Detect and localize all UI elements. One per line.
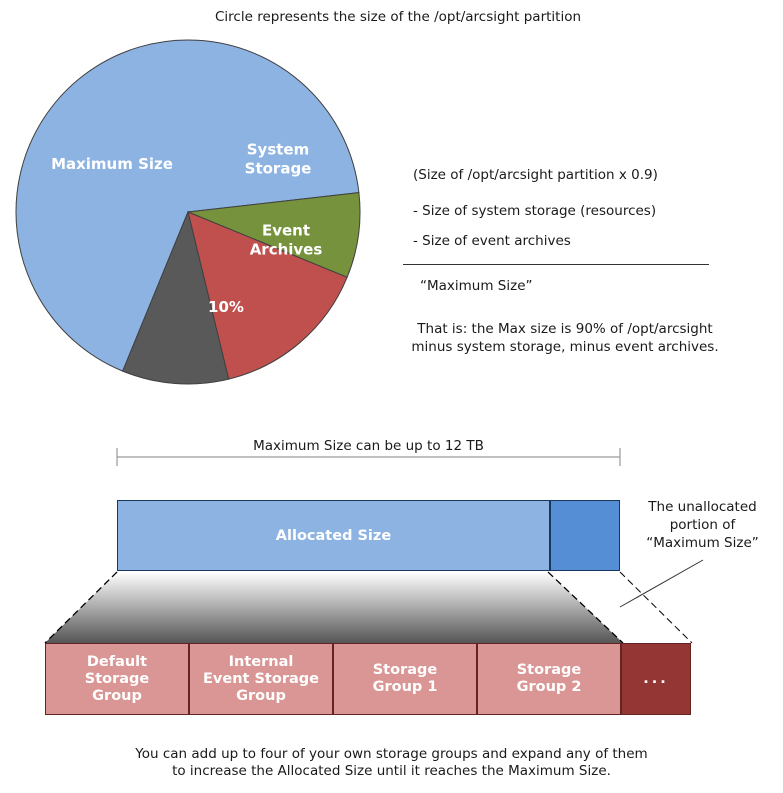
pie-title: Circle represents the size of the /opt/a…: [215, 9, 582, 25]
formula-line-2: - Size of system storage (resources): [413, 203, 657, 219]
pie-label-system-storage: Storage: [245, 160, 312, 178]
callout-pointer-line: [619, 559, 704, 608]
formula-note-line-2: minus system storage, minus event archiv…: [411, 339, 719, 355]
formula-result: “Maximum Size”: [420, 278, 533, 294]
unallocated-segment: [550, 500, 620, 571]
default-storage-group-label: Storage: [84, 670, 150, 687]
unallocated-callout: The unallocated portion of “Maximum Size…: [622, 498, 783, 552]
pie-label-reserved-10-percent: 10%: [208, 298, 244, 316]
formula-line-3: - Size of event archives: [413, 233, 571, 249]
formula-divider: [403, 264, 709, 265]
allocated-size-label: Allocated Size: [275, 527, 392, 544]
formula-note-line-1: That is: the Max size is 90% of /opt/arc…: [417, 321, 713, 337]
expansion-wedge: [44, 571, 693, 644]
callout-line-2: portion of: [669, 517, 736, 533]
callout-line-1: The unallocated: [648, 499, 757, 515]
pie-label-maximum-size: Maximum Size: [51, 155, 173, 173]
maximum-size-bar: Allocated Size: [117, 500, 620, 571]
storage-group-1-label: Storage: [372, 662, 438, 678]
pie-label-event-archives: Event: [262, 222, 310, 240]
default-storage-group-label: Group: [92, 687, 142, 704]
pie-slice-event-archives: [187, 211, 348, 380]
formula-line-1: (Size of /opt/arcsight partition x 0.9): [413, 167, 658, 183]
pie-slice-reserved-10-percent: [122, 210, 230, 385]
pie-label-event-archives: Archives: [250, 241, 323, 259]
pie-slice-maximum-size: [15, 39, 360, 372]
storage-group-2-label: Storage: [516, 662, 582, 678]
range-label: Maximum Size can be up to 12 TB: [253, 438, 484, 454]
storage-group-2-label: Group 2: [516, 679, 582, 695]
more-storage-groups-label: ...: [643, 670, 669, 687]
storage-group-1-label: Group 1: [372, 679, 438, 695]
footer-line-2: to increase the Allocated Size until it …: [172, 763, 611, 779]
callout-line-3: “Maximum Size”: [646, 535, 759, 551]
internal-event-storage-group-label: Event Storage: [203, 670, 319, 687]
pie-label-system-storage: System: [247, 141, 309, 159]
allocated-size-segment: Allocated Size: [117, 500, 550, 571]
internal-event-storage-group-label: Group: [236, 687, 286, 704]
internal-event-storage-group-label: Internal: [228, 653, 294, 670]
range-bracket: [116, 448, 621, 466]
footer-line-1: You can add up to four of your own stora…: [135, 746, 648, 762]
default-storage-group-label: Default: [86, 653, 148, 670]
more-storage-groups: ...: [621, 643, 691, 715]
